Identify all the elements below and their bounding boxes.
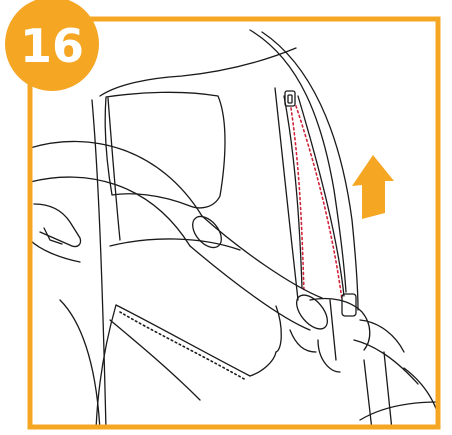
zipper-panel <box>283 90 345 297</box>
bumper-bar <box>30 140 329 331</box>
zipper-pull <box>284 90 296 107</box>
step-badge: 16 <box>5 0 99 91</box>
arrow-up-icon <box>352 155 394 219</box>
seat-seam <box>119 311 247 381</box>
step-frame <box>27 16 441 430</box>
side-bracket <box>30 203 82 263</box>
zipper-stitching <box>290 105 343 301</box>
step-number: 16 <box>20 19 84 73</box>
seat-fabric <box>59 238 282 427</box>
seat-back <box>91 29 359 427</box>
frame-hinge <box>289 293 438 427</box>
